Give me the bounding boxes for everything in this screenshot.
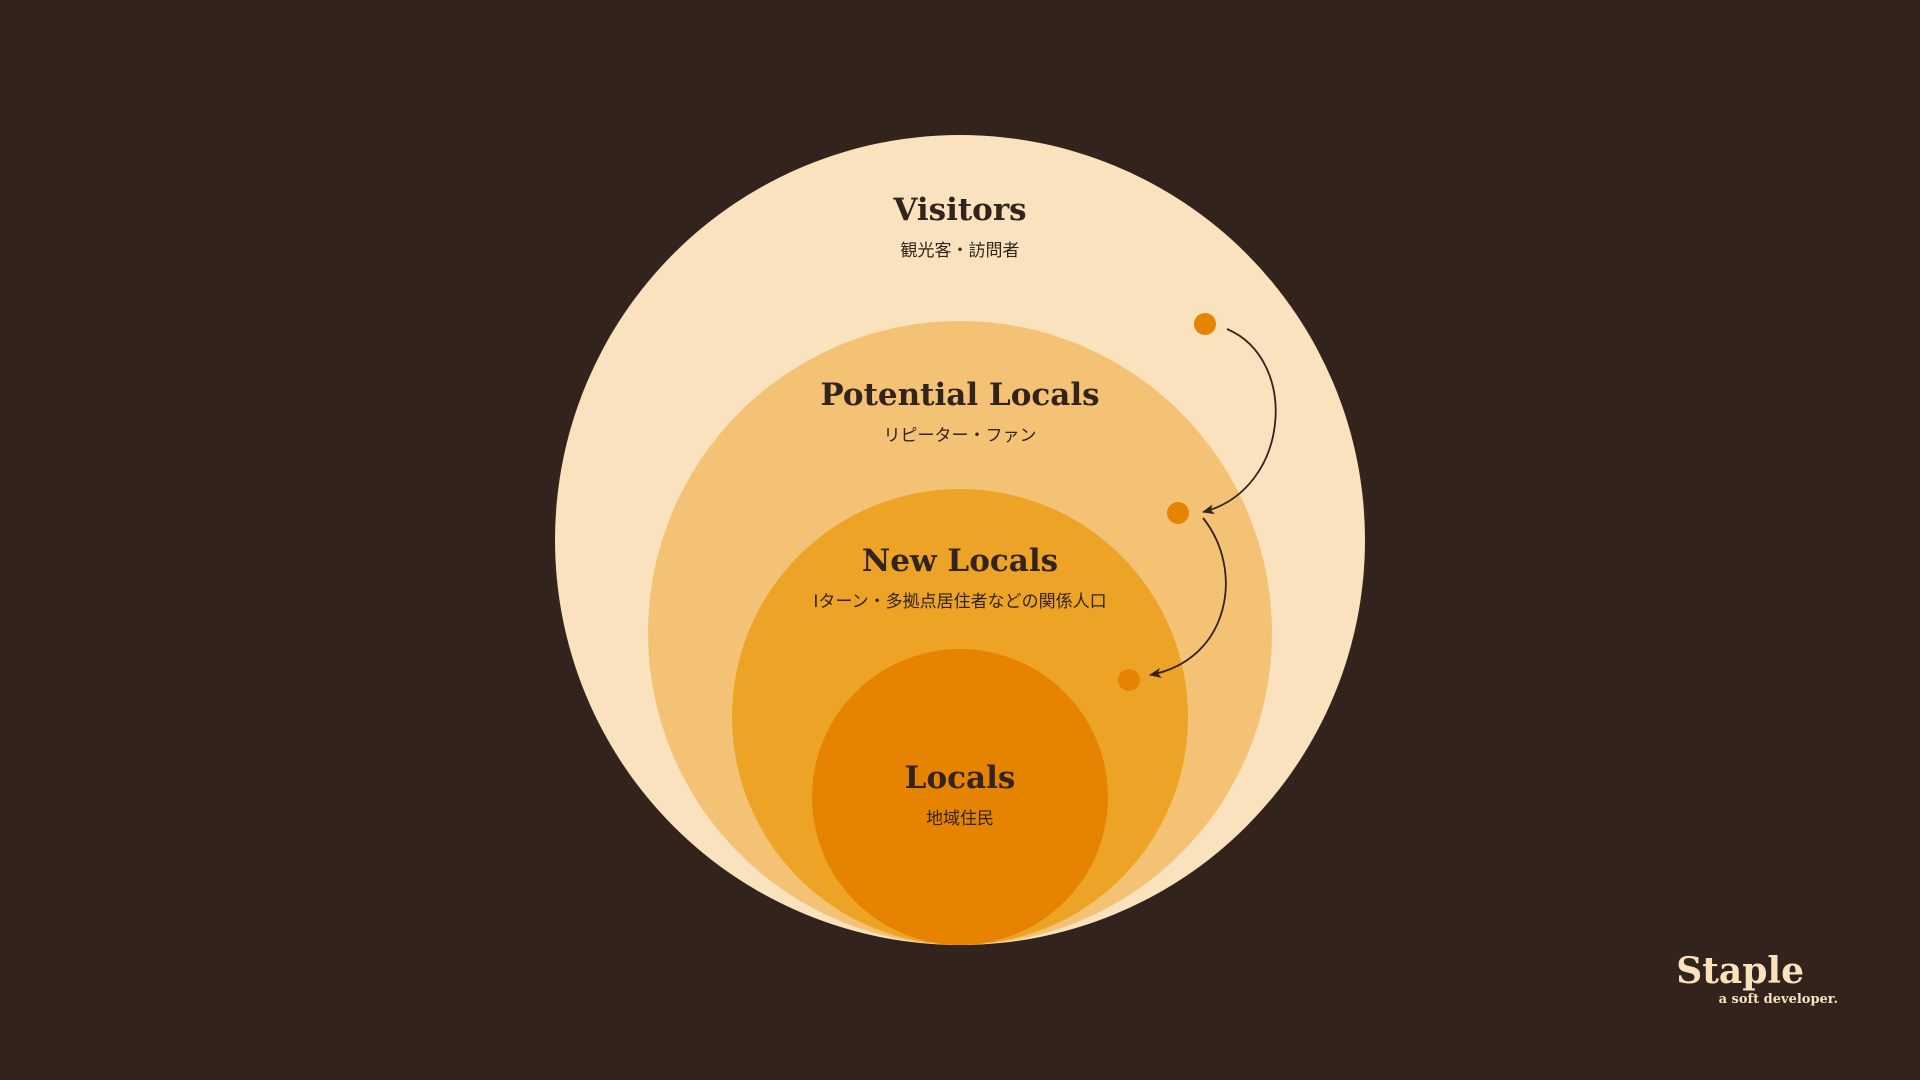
brand-name: Staple <box>1676 950 1804 992</box>
new-locals-subtitle: Iターン・多拠点居住者などの関係人口 <box>813 592 1106 612</box>
potential-locals-subtitle: リピーター・ファン <box>884 426 1037 446</box>
potential-locals-dot <box>1167 502 1189 524</box>
visitors-title: Visitors <box>892 192 1026 228</box>
potential-to-new-arrow <box>1149 517 1227 678</box>
locals-title: Locals <box>905 760 1016 796</box>
locals-circle <box>812 649 1108 945</box>
locals-subtitle: 地域住民 <box>926 809 994 829</box>
brand-tagline: a soft developer. <box>1718 991 1838 1007</box>
visitors-subtitle: 観光客・訪問者 <box>901 241 1020 261</box>
brand-logo: Staple a soft developer. <box>1676 950 1838 1007</box>
visitors-dot <box>1194 313 1216 335</box>
new-locals-title: New Locals <box>862 543 1058 579</box>
visitors-to-potential-arrow <box>1202 328 1277 515</box>
potential-locals-title: Potential Locals <box>820 377 1099 413</box>
new-locals-dot <box>1118 669 1140 691</box>
